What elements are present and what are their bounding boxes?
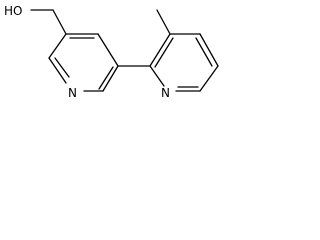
bond-n1-c2-double — [54, 57, 70, 78]
bond-c5-c6 — [102, 65, 119, 92]
bond-c5-c6-double — [98, 66, 114, 90]
atom-label-nitrogen-left: N — [68, 86, 77, 100]
bond-c2-c3 — [48, 33, 67, 59]
bond-c2p-c3p — [149, 33, 171, 67]
bond-c5p-c6p — [199, 65, 219, 92]
bond-n1-c2 — [48, 57, 67, 84]
bond-c4p-c5p-double — [195, 37, 213, 67]
bond-ch2-ring — [52, 9, 67, 35]
bond-methyl — [156, 9, 171, 35]
bond-c2p-c3p-double — [154, 37, 174, 68]
bond-c4p-c5p — [199, 33, 219, 67]
chemical-structure-diagram: HO N N — [4, 4, 219, 100]
atom-label-hydroxyl: HO — [4, 4, 22, 18]
atom-label-nitrogen-right: N — [161, 86, 170, 100]
bond-c4-c5 — [97, 33, 119, 67]
bond-n1p-c2p — [149, 65, 165, 87]
